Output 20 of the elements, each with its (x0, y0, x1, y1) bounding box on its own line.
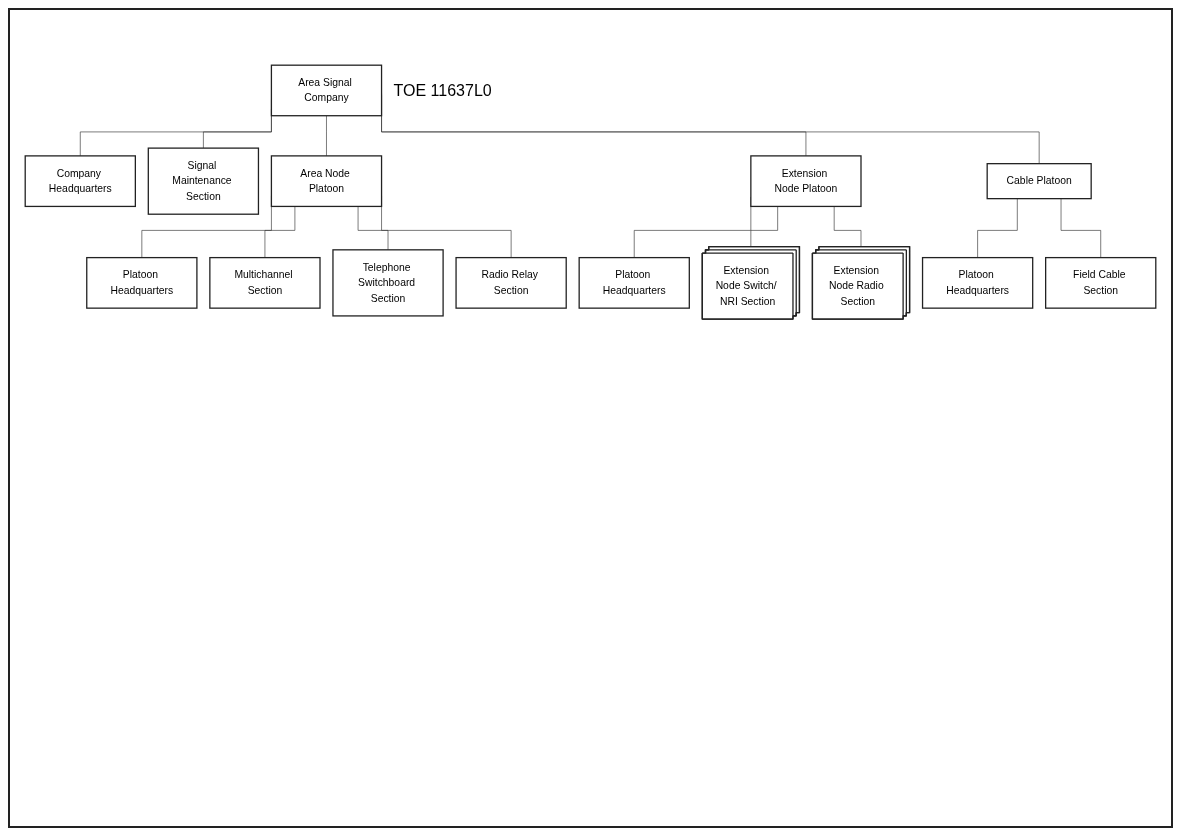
node-caption: TOE 11637L0 (393, 82, 492, 101)
node-box (578, 256, 690, 309)
node-box (986, 163, 1092, 200)
node-box (270, 64, 383, 117)
node-box (455, 256, 567, 309)
node-box (86, 256, 198, 309)
diagram-border: TOE 11637L0 Area Signal Company Company Headquarters Signal Maintenance Section Area Node Platoon Extension Node Platoon Cable Platoon Platoon Headquarters Multichannel Section Telephone Switchboard Section Radio Relay Section Platoon Headquarters Extension Node Switch/ NRI Section Extension Node Radio Section Platoon Headquarters Field Cable Section (8, 8, 1173, 828)
connector (357, 206, 389, 251)
node-box (209, 256, 321, 309)
node-box (1045, 256, 1157, 309)
connector (326, 115, 327, 157)
connector (1060, 198, 1102, 258)
node-box (147, 147, 260, 215)
connector (977, 198, 1018, 258)
node-box (750, 155, 862, 208)
connector (264, 206, 296, 258)
node-box (24, 155, 136, 208)
node-box (921, 256, 1034, 309)
node-box (332, 249, 444, 317)
node-box (270, 155, 383, 208)
